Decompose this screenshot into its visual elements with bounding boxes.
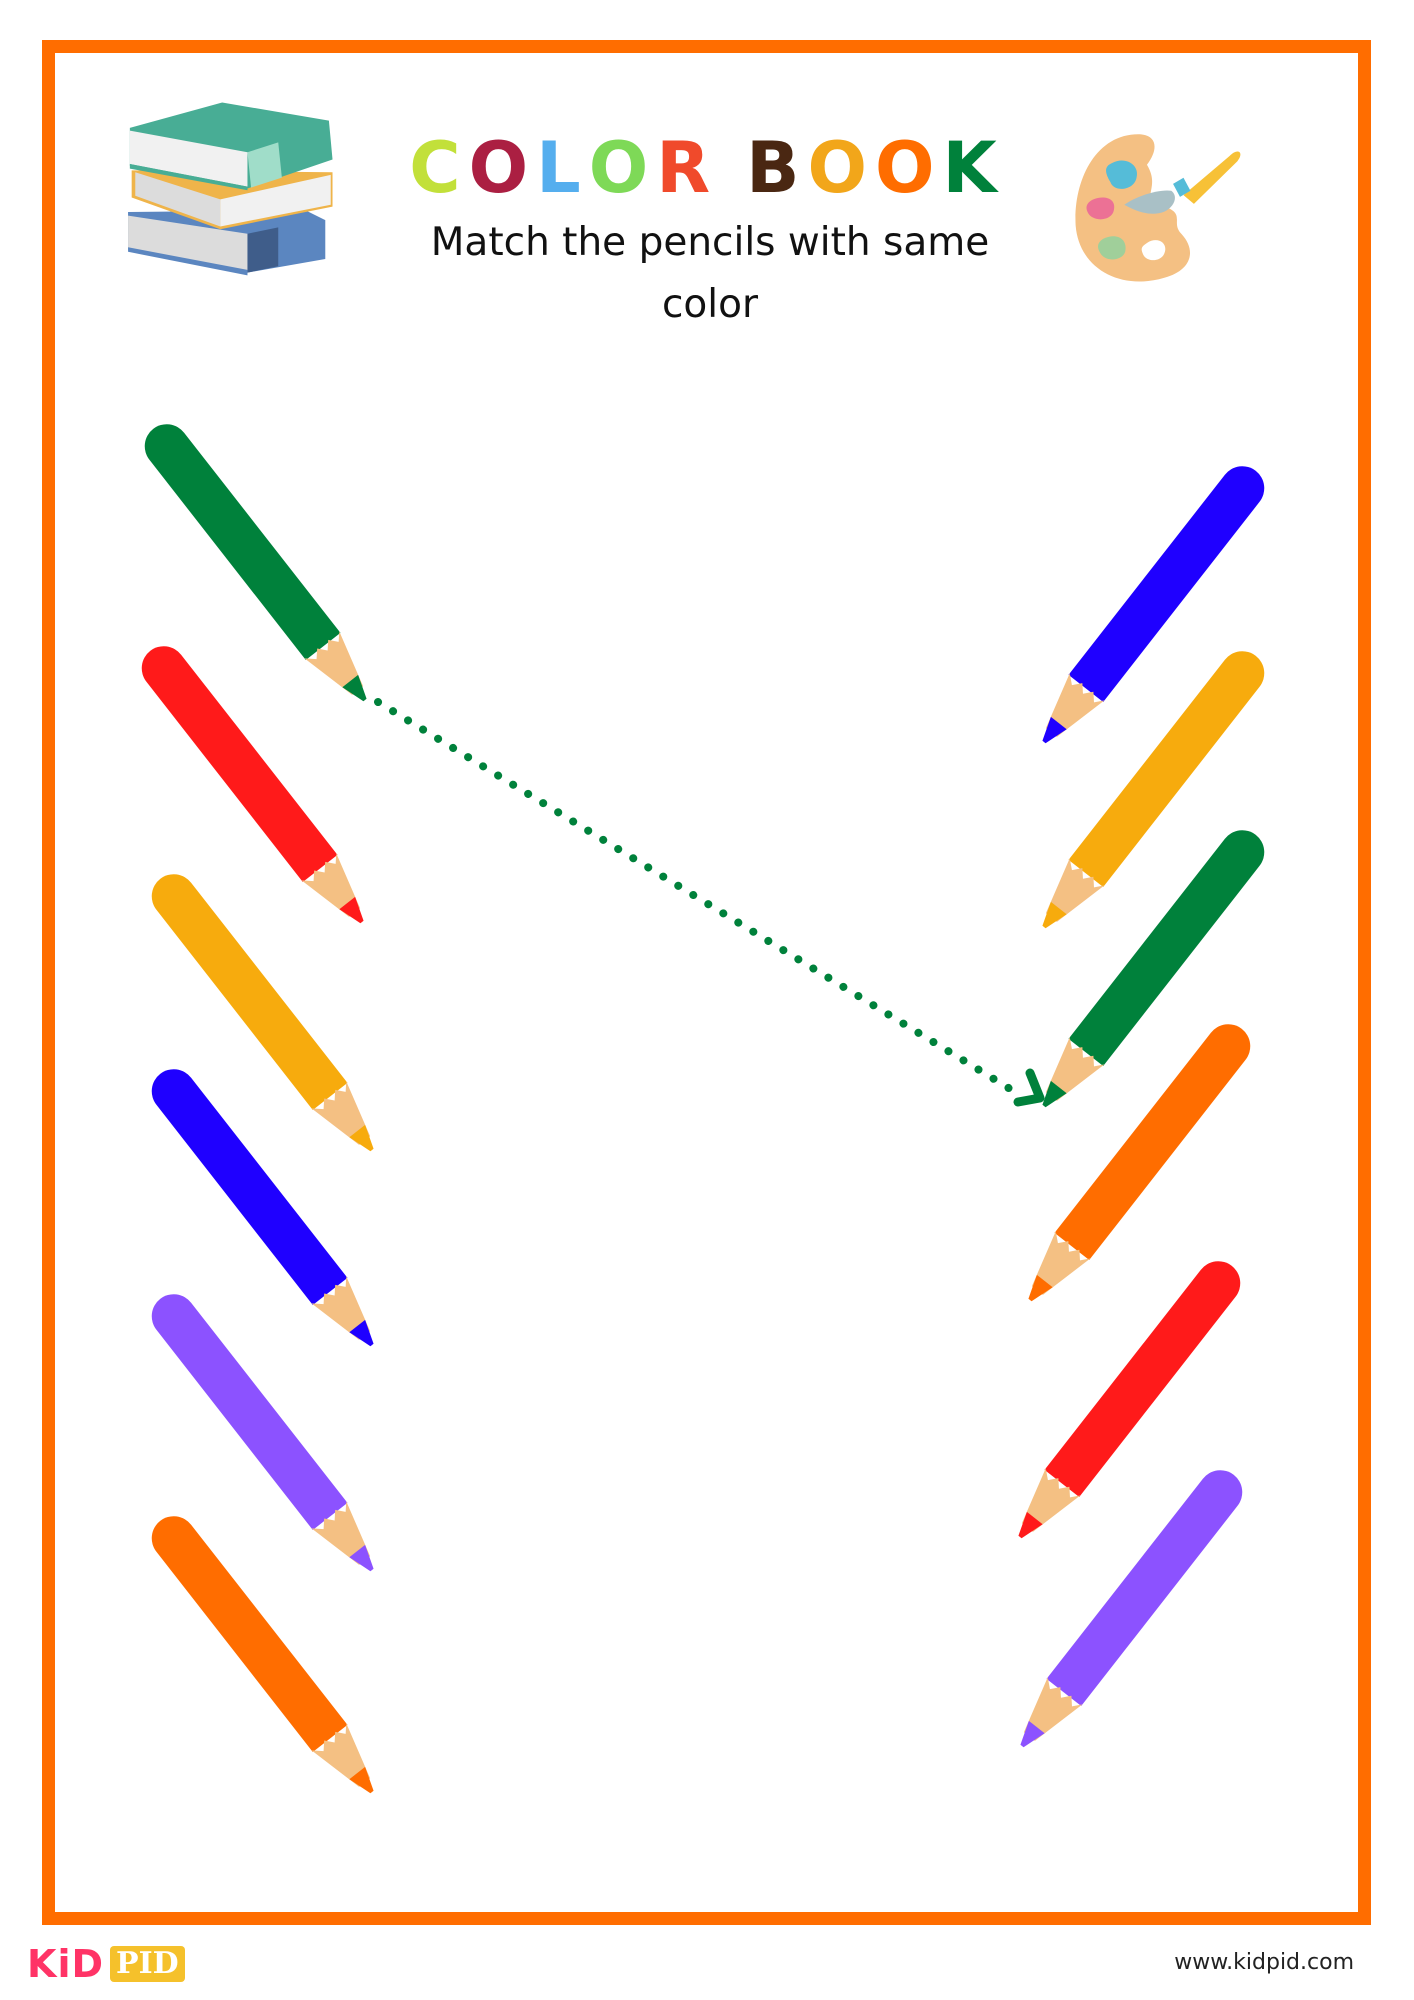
title-letter: L [536,127,589,209]
pencil-right-blue[interactable] [1027,457,1273,755]
title-letter: B [746,127,808,209]
website-url: www.kidpid.com [1174,1950,1354,1975]
title-letter: R [656,127,719,209]
page-border [42,40,1371,1925]
title-letter: C [409,127,469,209]
pencil-left-red[interactable] [133,637,379,935]
example-dotted-arrow [374,698,1045,1107]
pencil-right-green[interactable] [1027,821,1273,1119]
pencil-right-purple[interactable] [1005,1461,1251,1759]
right-pencil-column [1003,457,1273,1759]
title-letter: K [942,127,1005,209]
title-letter: O [588,127,657,209]
pencil-left-orange[interactable] [143,1507,389,1805]
title-letter: O [468,127,537,209]
kidpid-logo: KiD PID [27,1943,185,1985]
title-letter: O [807,127,876,209]
pencil-left-purple[interactable] [143,1285,389,1583]
title-letter: O [875,127,943,209]
pencil-left-green[interactable] [136,415,382,713]
pencil-right-red[interactable] [1003,1252,1249,1550]
pencil-left-yellow[interactable] [143,865,389,1163]
paint-palette-icon [1075,134,1241,282]
pencil-right-yellow[interactable] [1027,642,1273,940]
pencil-left-blue[interactable] [143,1060,389,1358]
left-pencil-column [133,415,389,1805]
instructions: Match the pencils with same color [430,220,990,327]
books-stack-icon [128,102,333,276]
pencil-right-orange[interactable] [1013,1015,1259,1313]
